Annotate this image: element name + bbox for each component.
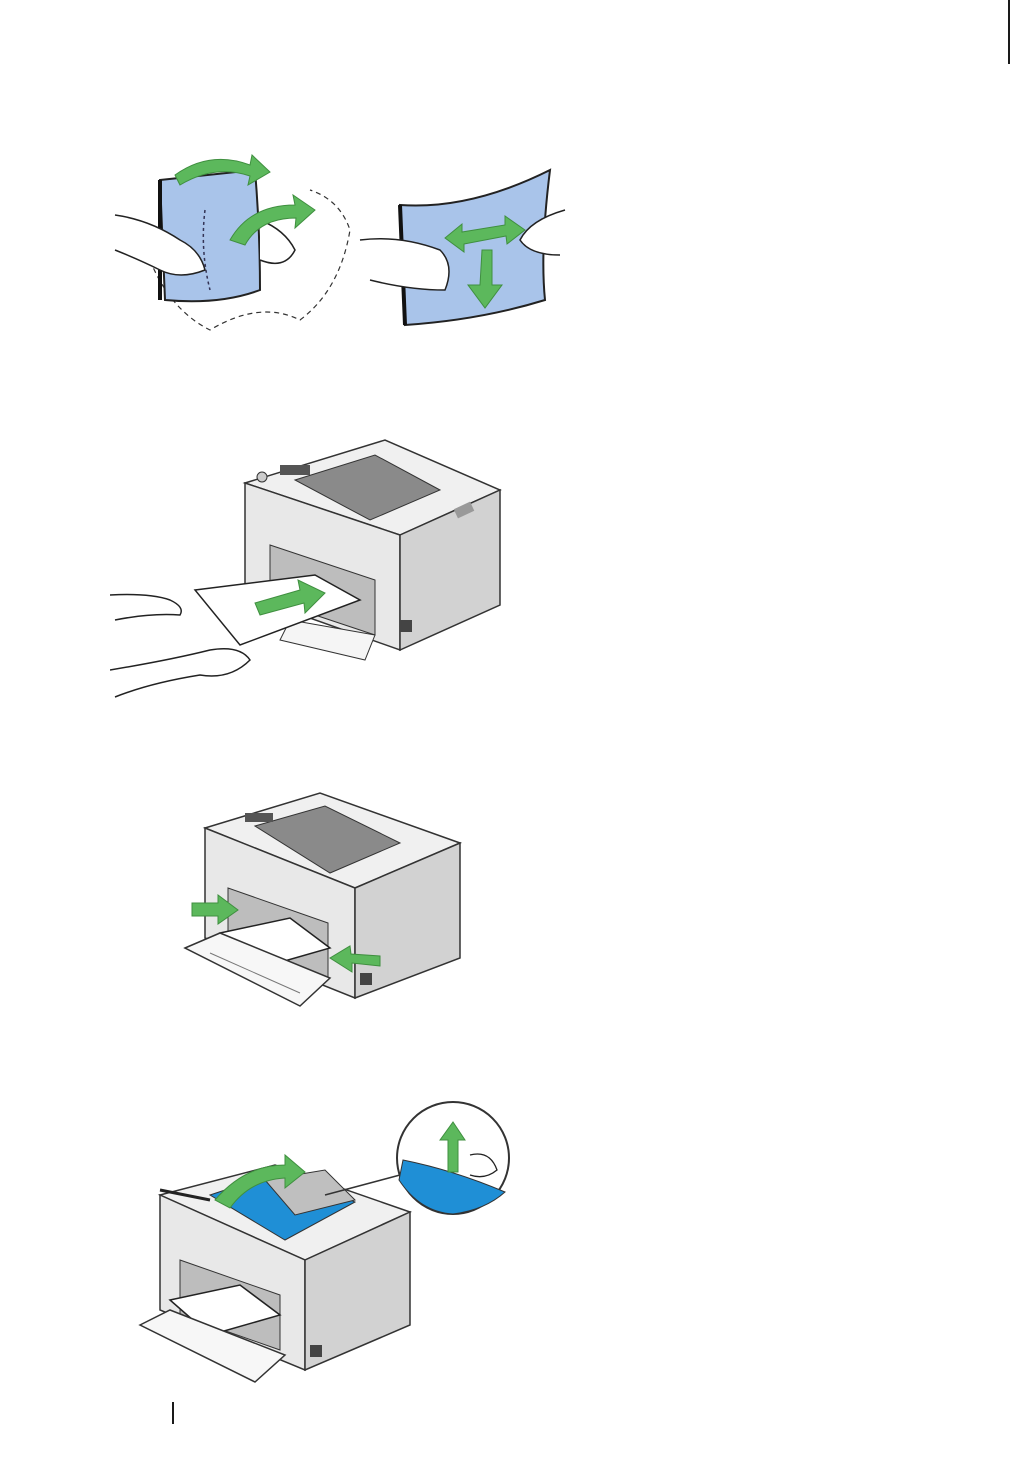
- power-switch-icon: [360, 973, 372, 985]
- adjust-guides-illustration: [180, 788, 470, 1018]
- top-edge-rule: [1008, 0, 1010, 64]
- lift-extension-illustration: [135, 1100, 520, 1390]
- hand-lower: [110, 649, 250, 697]
- control-panel-display: [245, 813, 273, 822]
- hand-upper: [110, 595, 181, 620]
- insert-paper-svg: [110, 435, 510, 705]
- power-switch-icon: [400, 620, 412, 632]
- fan-paper-illustration: [110, 140, 580, 340]
- control-button-icon: [257, 472, 267, 482]
- fan-paper-svg: [110, 140, 580, 340]
- adjust-guides-svg: [180, 788, 470, 1018]
- insert-paper-illustration: [110, 435, 510, 705]
- footer-rule: [172, 1402, 174, 1424]
- lift-extension-svg: [135, 1100, 520, 1390]
- power-switch-icon: [310, 1345, 322, 1357]
- control-panel-display: [280, 465, 310, 475]
- right-hand-left-figure: [260, 220, 295, 263]
